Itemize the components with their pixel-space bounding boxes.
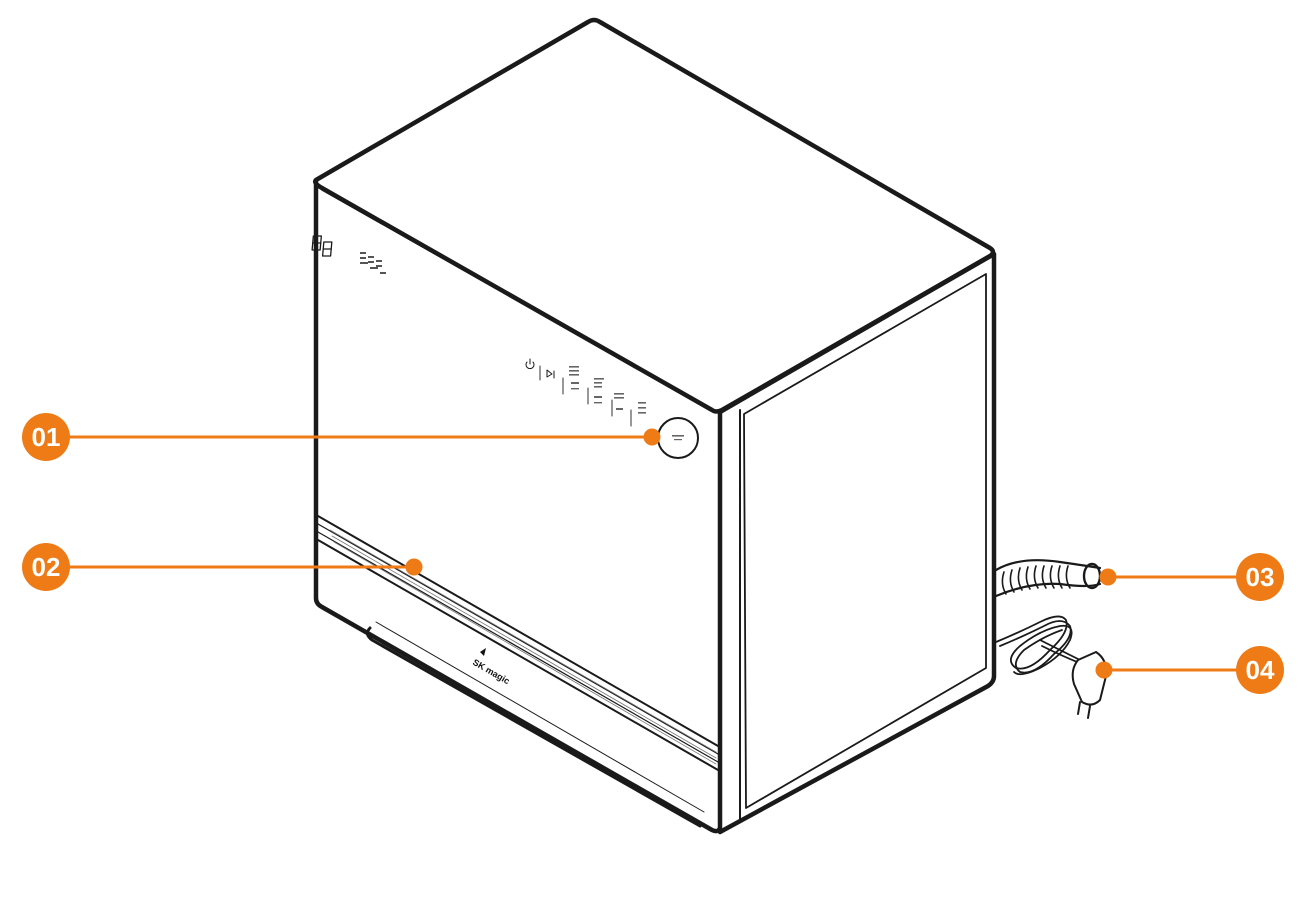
power-icon (525, 358, 535, 370)
leader-dot-04 (1095, 661, 1113, 679)
top-face (313, 17, 996, 414)
brand-logo-text: SK magic (471, 657, 512, 686)
callout-leaders (66, 428, 1246, 679)
badge-circle (22, 413, 70, 461)
callout-badge-02: 02 (22, 543, 70, 591)
door-handle-top (317, 515, 719, 747)
side-face (717, 251, 997, 835)
callout-badge-03: 03 (1236, 553, 1284, 601)
front-face (313, 179, 723, 834)
side-panel (743, 273, 987, 809)
control-panel (311, 235, 699, 459)
digit-display (311, 235, 333, 257)
callout-badge-01: 01 (22, 413, 70, 461)
power-cord (995, 615, 1083, 676)
badge-label: 01 (32, 422, 61, 452)
base-foot (365, 626, 702, 828)
badge-circle (1236, 553, 1284, 601)
start-dial-button (657, 417, 699, 459)
badge-label: 02 (32, 552, 61, 582)
status-indicators (360, 252, 386, 274)
badge-label: 03 (1246, 562, 1275, 592)
leader-dot-02 (405, 558, 423, 576)
leader-dot-03 (1099, 568, 1117, 586)
play-pause-icon (546, 369, 555, 379)
badge-circle (22, 543, 70, 591)
dishwasher-illustration: SK magic (311, 17, 1108, 835)
leader-dot-01 (643, 428, 661, 446)
badge-label: 04 (1246, 655, 1275, 685)
callout-badge-04: 04 (1236, 646, 1284, 694)
power-plug (1071, 651, 1108, 719)
panel-dividers (539, 365, 632, 427)
drain-hose (994, 559, 1102, 598)
option-labels (569, 366, 646, 414)
door-handle-bottom (317, 539, 719, 771)
badge-circle (1236, 646, 1284, 694)
